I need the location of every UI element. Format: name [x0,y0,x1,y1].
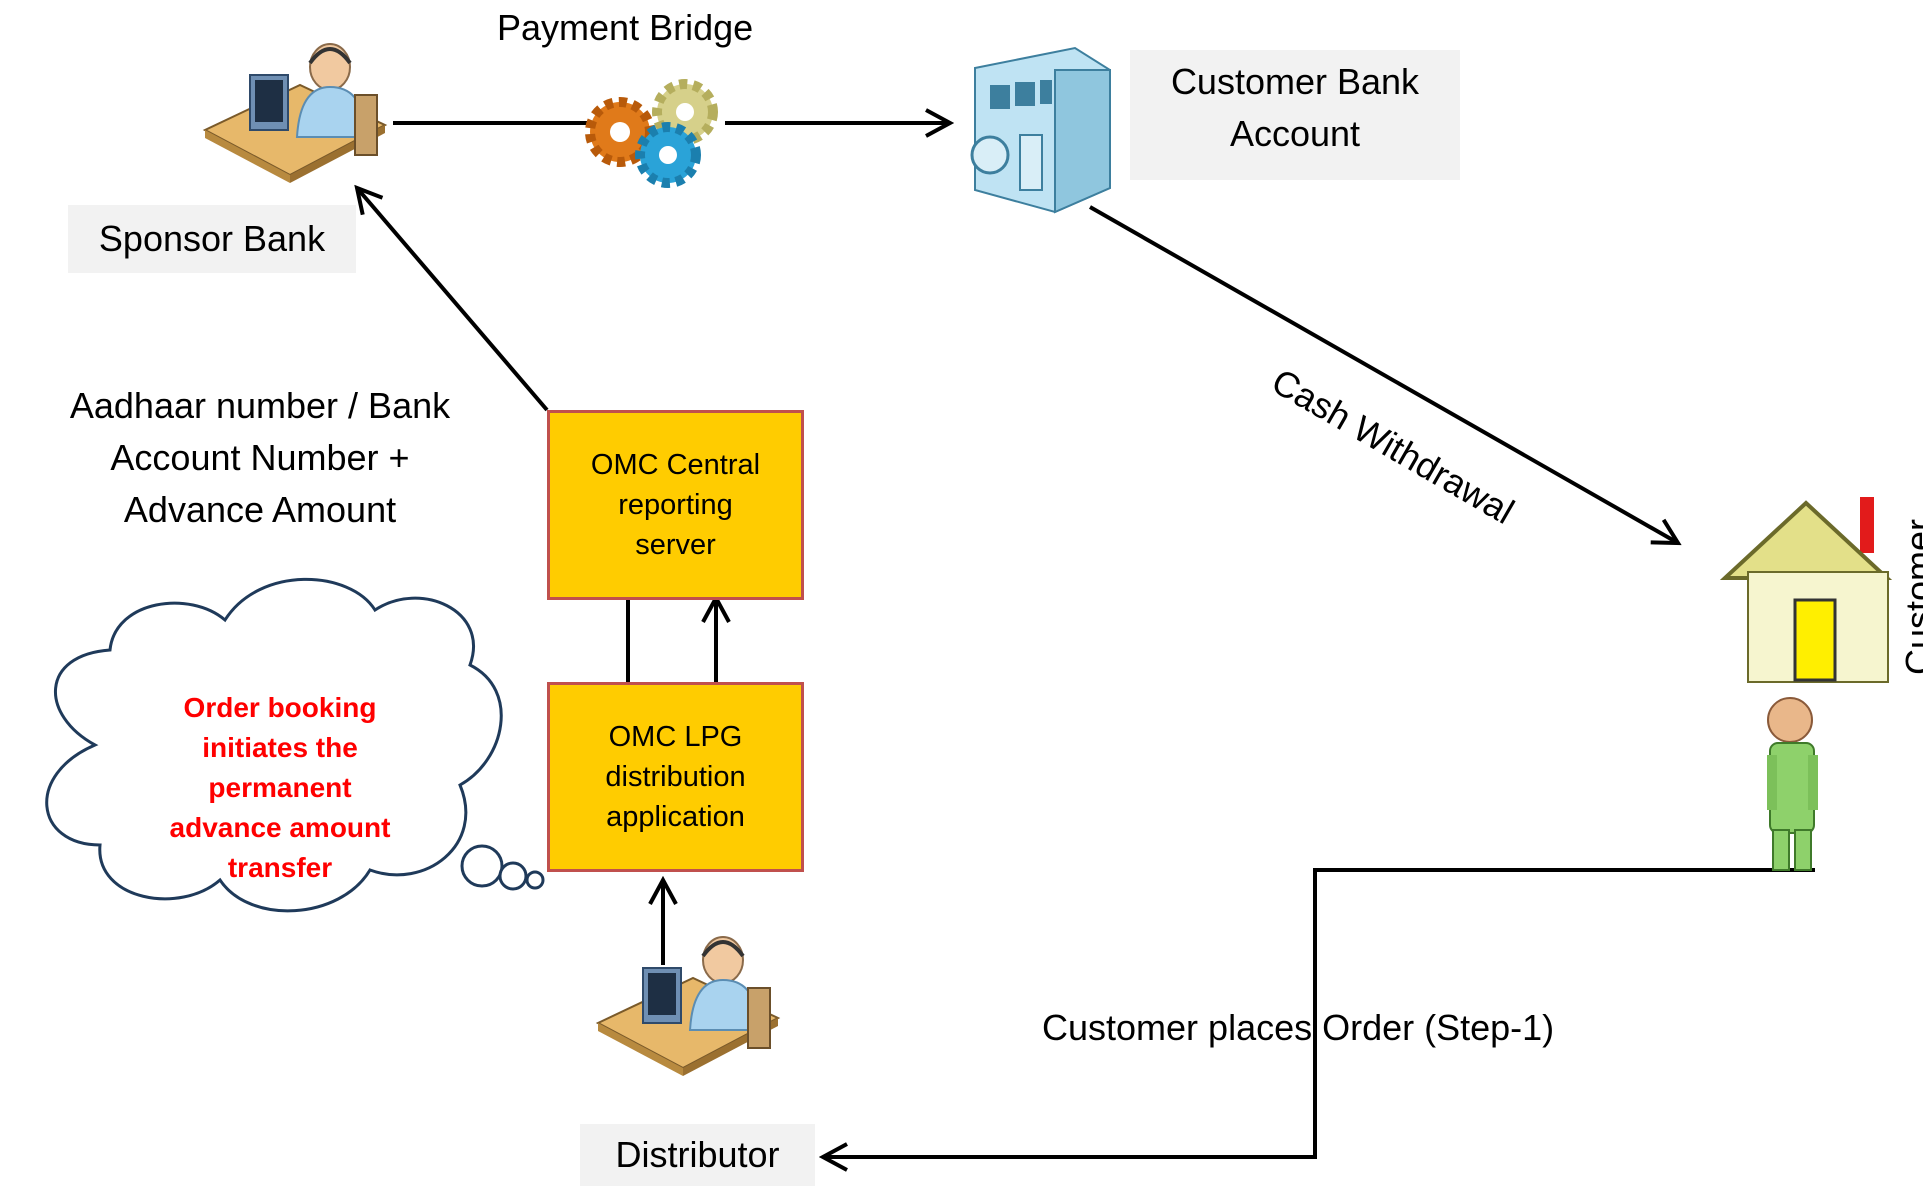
omc-lpg-distribution-application-text: OMC LPG distribution application [605,721,746,833]
omc-lpg-distribution-application-box: OMC LPG distribution application [547,682,804,872]
person-icon [1767,697,1818,871]
cash-withdrawal-arrow [1089,205,1678,543]
customer-label: Customer [1898,518,1923,675]
sponsor-bank-label: Sponsor Bank [68,205,356,273]
distributor-label: Distributor [580,1124,815,1186]
house-icon [1719,497,1893,683]
omc-central-reporting-server-box: OMC Central reporting server [547,410,804,600]
operator-at-desk-icon [595,936,781,1076]
payment-bridge-label: Payment Bridge [497,7,754,48]
customer-bank-account-label: Customer Bank Account [1130,50,1460,180]
thought-bubble-text: Order booking initiates the permanent ad… [169,692,391,883]
aadhaar-note-label: Aadhaar number / Bank Account Number + A… [69,385,451,530]
gears-icon [585,79,718,188]
omc-central-reporting-server-text: OMC Central reporting server [590,449,761,561]
operator-at-desk-icon [202,43,388,183]
thought-cloud [45,577,545,913]
bank-building-icon [970,46,1111,214]
customer-places-order-label: Customer places Order (Step-1) [1042,1007,1555,1048]
customer-order-connector [823,868,1815,1157]
central-to-sponsor-arrow [357,188,549,412]
